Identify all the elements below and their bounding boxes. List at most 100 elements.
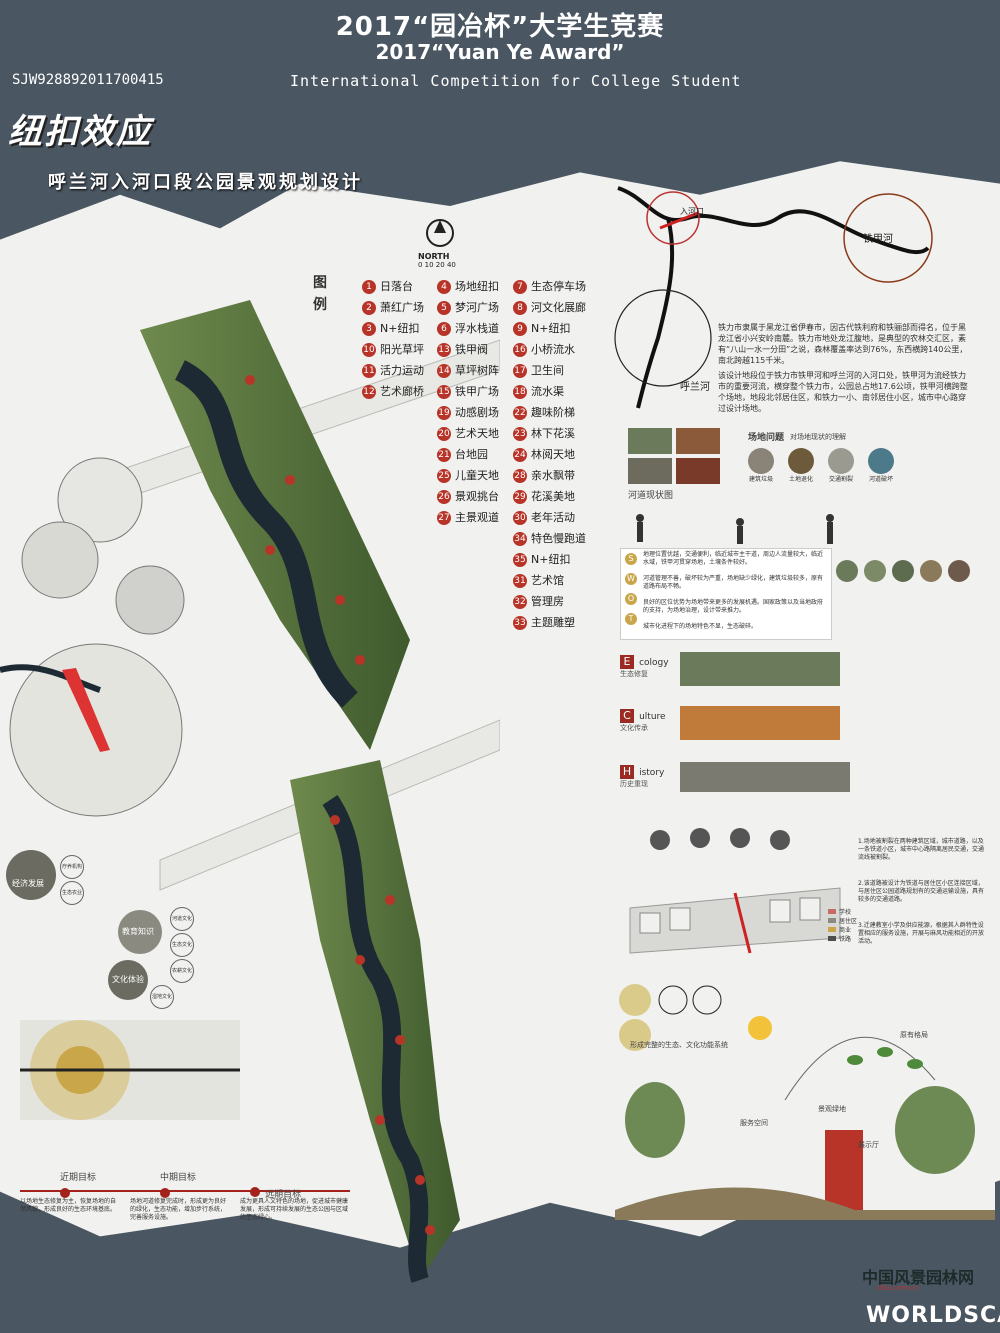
swot-w-text: 河道管理不善，破坏较为严重，场地缺少绿化，建筑垃圾较多，原有道路布局不畅。 [643,575,824,590]
legend-number: 11 [362,364,376,378]
legend-label: N+纽扣 [380,322,420,335]
legend-label: 生态停车场 [531,280,586,293]
swot-t-text: 城市化进程下的场地特色不显，生态破碎。 [643,623,758,630]
economy-label: 经济发展 [12,879,44,888]
history-cn: 历史重现 [620,780,648,788]
legend-label: 活力运动 [380,364,424,377]
swot-photo-circles [836,560,970,582]
legend-item: 23 林下花溪 [513,425,575,441]
legend-label: 景观挑台 [455,490,499,503]
legend-number: 5 [437,301,451,315]
north-label: NORTH [418,252,450,261]
diagram-legend-label: 学校 [839,909,852,916]
legend-number: 33 [513,616,527,630]
diagram-legend-label: 铁路 [839,936,852,943]
legend-number: 1 [362,280,376,294]
legend-number: 3 [362,322,376,336]
culture-node [108,960,148,1000]
river-upper [174,360,358,708]
diagram-legend: 学校居住区商业铁路 [828,908,857,944]
legend-number: 35 [513,553,527,567]
culture-photos [680,706,840,740]
education-label: 教育知识 [122,927,154,936]
timeline-near-text: 以场地生态修复为主，恢复场地的自然风貌，形成良好的生态环境基底。 [20,1198,117,1213]
analysis-text-2: 2.该道路被设计为铁道与居住区小区连接区域，与居住区公园道路规划有的交通运输设施… [858,880,985,903]
ecology-photos [680,652,840,686]
legend-label: 浮水栈道 [455,322,499,335]
legend-label: 趣味阶梯 [531,406,575,419]
legend-number: 14 [437,364,451,378]
section-label-service: 服务空间 [740,1119,768,1127]
north-icon [426,219,454,247]
site-issue-photo [868,448,894,474]
legend-label: 林下花溪 [531,427,575,440]
site-issues-subtitle: 对场地现状的理解 [790,433,846,441]
urban-context-diagram [629,828,841,954]
river-label-tiejia: 铁甲河 [863,234,893,245]
legend-label: 小桥流水 [531,343,575,356]
legend-swatch [828,918,836,923]
diagram-legend-item: 学校 [828,908,857,917]
timeline-mid: 中期目标 [160,1170,196,1202]
site-photo-4 [676,458,720,484]
timeline-near-dot [60,1188,70,1198]
legend-number: 22 [513,406,527,420]
legend-number: 8 [513,301,527,315]
legend-number: 13 [437,343,451,357]
legend-number: 16 [513,343,527,357]
logo-worldscape: WORLDSCAPE [866,1303,1000,1328]
legend-number: 27 [437,511,451,525]
economy-leaf: 农耕文化 [170,959,194,983]
river-lower [322,795,429,1283]
timeline-far-text: 成为更具人文特色的场地，促进城市健康发展，形成可持续发展的生态公园与区域的生态绿… [240,1198,349,1221]
history-letter: H [620,765,634,779]
economy-leaf: 生态农业 [60,881,84,905]
legend-number: 23 [513,427,527,441]
legend-label: 铁甲阀 [455,343,488,356]
legend-swatch [828,936,836,941]
project-brand: 纽扣效应 [8,112,152,152]
timeline-mid-text: 场地河道修复完成时，形成更为良好的绿化，生态功能，增加步行系统，完善服务设施。 [130,1198,227,1221]
diagram-legend-label: 居住区 [839,918,858,925]
site-issue-label: 土地退化 [788,476,813,483]
legend-number: 24 [513,448,527,462]
project-title: 呼兰河入河口段公园景观规划设计 [48,172,363,193]
legend-label: 主景观道 [455,511,499,524]
location-map [614,186,933,409]
diagram-legend-item: 商业 [828,926,857,935]
legend-label: 主题雕塑 [531,616,575,629]
scale-bar-label: 0 10 20 40 [418,261,456,269]
legend-swatch [828,927,836,932]
legend-number: 20 [437,427,451,441]
legend-title: 图例 [313,275,327,313]
history-row: H istory 历史重现 [620,760,664,789]
legend-number: 12 [362,385,376,399]
timeline-far-dot [250,1187,260,1197]
site-issue-item: 土地退化 [788,448,814,483]
legend-label: 萧红广场 [380,301,424,314]
legend-label: 艺术馆 [531,574,564,587]
ecology-cn: 生态修复 [620,670,648,678]
ecology-letter: E [620,655,634,669]
swot-letter: T [625,613,637,625]
legend-item: 22 趣味阶梯 [513,404,575,420]
site-issue-label: 建筑垃圾 [748,476,773,483]
section-label-green: 景观绿地 [818,1105,846,1113]
